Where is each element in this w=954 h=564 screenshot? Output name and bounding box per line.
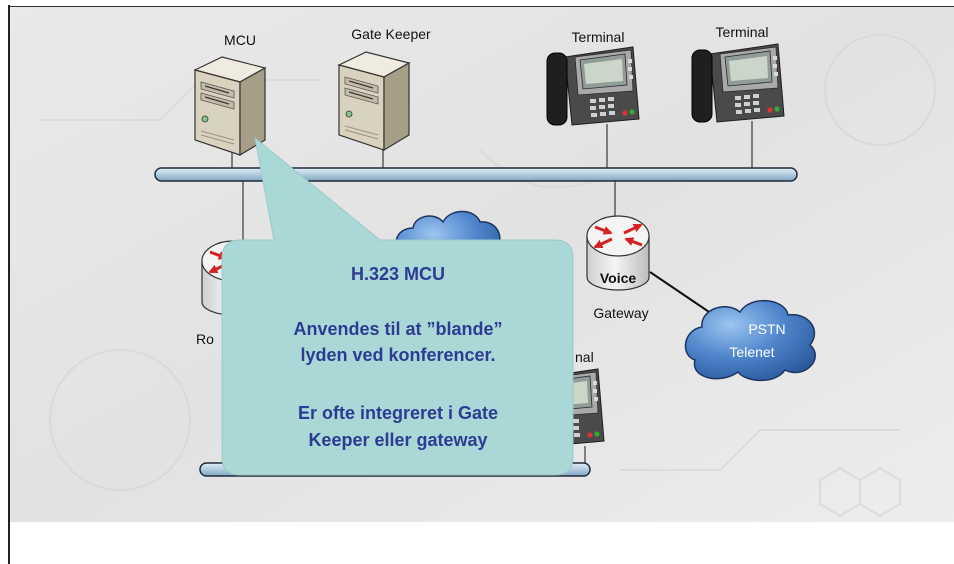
mcu-server-icon bbox=[194, 56, 266, 156]
router-label: Ro bbox=[196, 331, 214, 347]
callout-paragraph2-line2: Keeper eller gateway bbox=[308, 430, 487, 450]
pstn-label: PSTN bbox=[748, 321, 785, 337]
gatekeeper-server-icon bbox=[338, 51, 410, 151]
terminal-right-phone-icon bbox=[691, 43, 785, 123]
callout: H.323 MCU Anvendes til at ”blande” lyden… bbox=[221, 136, 574, 476]
callout-title: H.323 MCU bbox=[351, 264, 445, 284]
gateway-device-text: Voice bbox=[600, 270, 637, 286]
network-bus-top bbox=[154, 167, 798, 182]
telenet-label: Telenet bbox=[729, 344, 774, 360]
gatekeeper-label: Gate Keeper bbox=[351, 26, 431, 42]
callout-bubble bbox=[221, 136, 574, 476]
pstn-cloud-icon bbox=[684, 299, 816, 382]
terminal-right-label: Terminal bbox=[716, 24, 769, 40]
callout-paragraph1-line2: lyden ved konferencer. bbox=[300, 345, 495, 365]
gateway-label: Gateway bbox=[593, 305, 648, 321]
mcu-label: MCU bbox=[224, 32, 256, 48]
terminal-left-phone-icon bbox=[546, 46, 640, 126]
gateway-pstn-link bbox=[649, 271, 719, 319]
terminal-bottom-label: nal bbox=[575, 349, 594, 365]
terminal-left-label: Terminal bbox=[572, 29, 625, 45]
callout-paragraph2-line1: Er ofte integreret i Gate bbox=[298, 403, 498, 423]
callout-paragraph1-line1: Anvendes til at ”blande” bbox=[293, 319, 502, 339]
